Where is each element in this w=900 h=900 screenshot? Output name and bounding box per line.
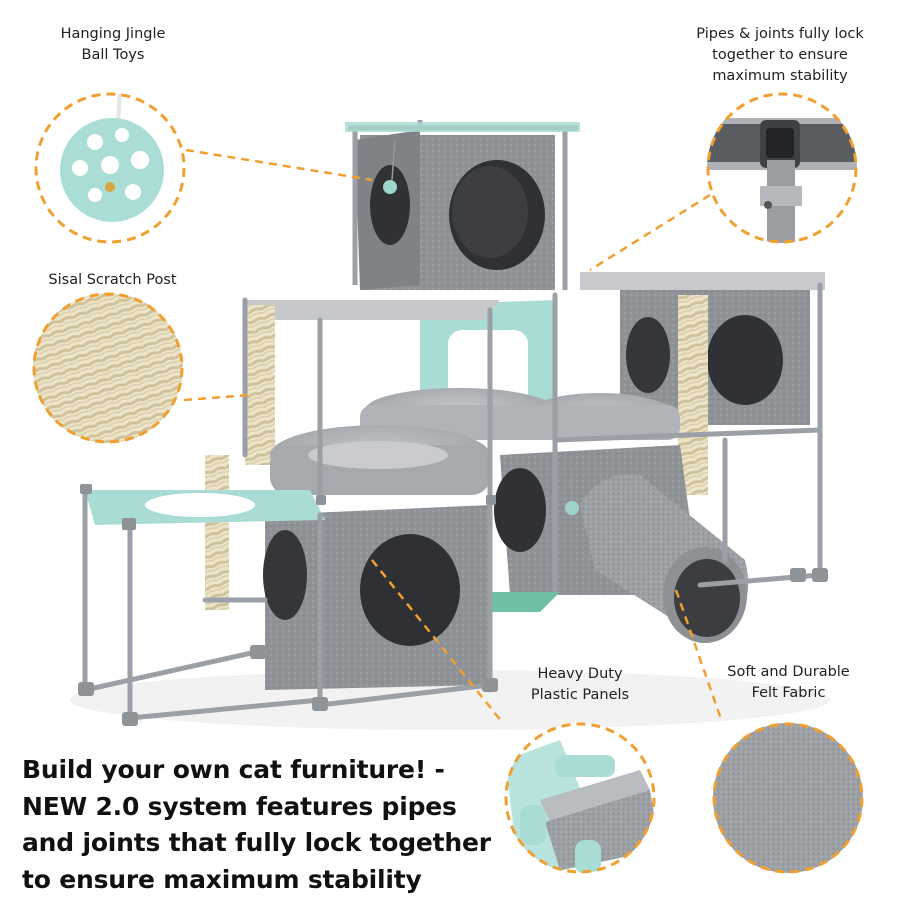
cat-tree-structure: [70, 120, 830, 730]
jingle-ball-icon: [35, 93, 185, 243]
jingle-ball-callout: [34, 92, 186, 244]
jingle-ball-label-line2: Ball Toys: [81, 47, 145, 63]
plastic-panels-label-line2: Plastic Panels: [530, 687, 630, 703]
felt-fabric-callout: [712, 722, 864, 874]
plastic-panel-callout: [504, 722, 656, 874]
pipe-joint-icon: [707, 93, 857, 243]
headline-line4: to ensure maximum stability: [22, 864, 422, 894]
pipes-joints-label-line1: Pipes & joints fully lock: [696, 26, 864, 42]
pipes-joints-label-line3: maximum stability: [712, 68, 848, 84]
plastic-panels-label: Heavy Duty Plastic Panels: [520, 664, 640, 706]
headline-line3: and joints that fully lock together: [22, 828, 491, 857]
sisal-post-label: Sisal Scratch Post: [40, 270, 185, 291]
jingle-ball-label: Hanging Jingle Ball Toys: [48, 24, 178, 66]
jingle-ball-label-line1: Hanging Jingle: [60, 26, 166, 42]
plastic-panels-label-line1: Heavy Duty: [537, 666, 623, 682]
headline-line2: NEW 2.0 system features pipes: [22, 791, 457, 821]
sisal-post-label-line1: Sisal Scratch Post: [48, 272, 177, 288]
felt-fabric-label-line2: Felt Fabric: [751, 685, 826, 701]
pipes-joints-label: Pipes & joints fully lock together to en…: [680, 24, 880, 87]
callout-leader-lines: [183, 148, 724, 723]
headline-line1: Build your own cat furniture! -: [22, 755, 445, 784]
felt-fabric-label: Soft and Durable Felt Fabric: [716, 662, 861, 704]
headline: Build your own cat furniture! - NEW 2.0 …: [22, 752, 491, 898]
felt-fabric-label-line1: Soft and Durable: [727, 664, 850, 680]
pipe-joint-callout: [706, 92, 858, 244]
sisal-rope-icon: [33, 293, 183, 443]
felt-fabric-icon: [713, 723, 863, 873]
pipes-joints-label-line2: together to ensure: [712, 47, 848, 63]
plastic-panel-icon: [505, 723, 655, 873]
sisal-post-callout: [32, 292, 184, 444]
